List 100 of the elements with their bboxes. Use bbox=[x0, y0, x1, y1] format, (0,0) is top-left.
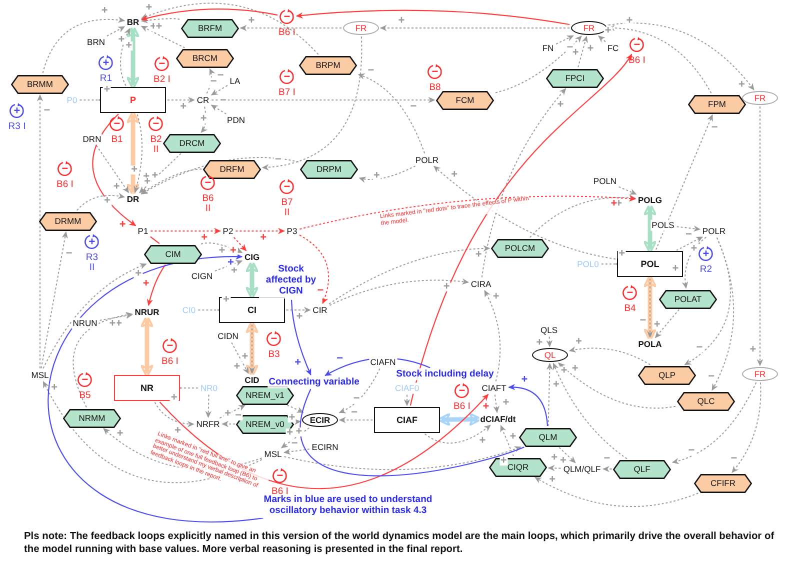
polarity-sign: + bbox=[108, 319, 117, 328]
hexagon-variable: NRMM bbox=[63, 408, 121, 428]
loop-label: B6 I bbox=[56, 180, 74, 190]
hexagon-variable: NREM_v1 bbox=[236, 386, 294, 404]
polarity-sign: − bbox=[695, 344, 704, 353]
loop-label: B5 bbox=[79, 391, 91, 401]
causal-link-arrow bbox=[167, 96, 196, 104]
causal-link-arrow bbox=[40, 231, 68, 369]
variable-name: POLN bbox=[592, 176, 618, 186]
polarity-sign: − bbox=[687, 446, 696, 456]
causal-link-arrow bbox=[262, 36, 362, 170]
causal-link-arrow bbox=[205, 394, 212, 418]
variable-name: CIGN bbox=[190, 270, 214, 282]
hexagon-variable: DRFM bbox=[203, 160, 261, 178]
causal-link-arrow bbox=[546, 336, 553, 348]
causal-link-arrow bbox=[608, 22, 754, 90]
hexagon-variable: BRPM bbox=[299, 56, 357, 74]
polarity-sign: + bbox=[226, 258, 235, 268]
polarity-sign: − bbox=[209, 78, 218, 87]
polarity-sign: − bbox=[234, 412, 243, 421]
polarity-sign: + bbox=[372, 171, 381, 180]
footnote: Pls note: The feedback loops explicitly named in this version of the world dynamics model are the main loops, which primarily drive the overall behavior of the model running with base values. More verbal reasoning is presented in the final report. bbox=[24, 531, 776, 556]
initial-value-name: CIAF0 bbox=[394, 382, 420, 394]
polarity-sign: + bbox=[224, 410, 232, 418]
causal-link-arrow bbox=[222, 420, 236, 428]
causal-link-arrow bbox=[96, 145, 130, 194]
loop-label: R3 I bbox=[8, 122, 26, 132]
causal-link-arrow bbox=[140, 157, 299, 194]
polarity-sign: + bbox=[222, 296, 230, 304]
highlighted-link-arrow bbox=[48, 254, 264, 522]
causal-link-arrow bbox=[500, 424, 514, 457]
polarity-sign: + bbox=[124, 42, 134, 51]
polarity-sign: + bbox=[550, 454, 559, 463]
variable-name: POLS bbox=[650, 220, 676, 230]
polarity-sign: + bbox=[288, 414, 296, 423]
causal-link-arrow bbox=[140, 26, 186, 48]
flow-name: BR bbox=[126, 16, 140, 28]
polarity-sign: + bbox=[142, 280, 150, 289]
causal-link-arrow bbox=[140, 168, 202, 194]
causal-link-arrow bbox=[140, 17, 180, 24]
causal-link-arrow bbox=[578, 36, 588, 68]
flow-name: DR bbox=[126, 194, 140, 204]
variable-name: FN bbox=[541, 42, 555, 54]
polarity-sign: + bbox=[100, 6, 109, 16]
variable-name: CIAFT bbox=[480, 382, 508, 394]
causal-link-arrow bbox=[672, 382, 757, 464]
polarity-sign: + bbox=[450, 170, 459, 180]
hexagon-variable: QLP bbox=[638, 366, 696, 384]
variable-name: LA bbox=[228, 76, 242, 86]
causal-link-arrow bbox=[200, 106, 208, 133]
variable-ellipse: ECIR bbox=[302, 413, 338, 427]
causal-link-arrow bbox=[200, 242, 243, 254]
variable-name: MSL bbox=[30, 370, 50, 380]
polarity-sign: + bbox=[50, 384, 59, 393]
causal-link-arrow bbox=[140, 2, 319, 55]
loop-label: B6 I bbox=[162, 357, 178, 367]
flow-name: POLA bbox=[637, 338, 663, 350]
polarity-sign: + bbox=[535, 338, 544, 347]
causal-link-arrow bbox=[210, 104, 227, 114]
causal-link-arrow bbox=[134, 114, 142, 193]
variable-name: POLR bbox=[701, 226, 727, 236]
variable-name: CIR bbox=[312, 304, 328, 316]
polarity-sign: + bbox=[552, 380, 560, 390]
initial-value-name: NR0 bbox=[200, 382, 218, 394]
causal-link-arrow bbox=[380, 24, 570, 32]
polarity-sign: + bbox=[482, 402, 490, 412]
polarity-sign: + bbox=[218, 246, 226, 256]
variable-name: CIRA bbox=[470, 278, 492, 290]
annotation-text: Stock including delay bbox=[395, 368, 495, 380]
causal-link-arrow bbox=[534, 476, 699, 507]
loop-label: B2 II bbox=[149, 135, 163, 155]
polarity-sign: + bbox=[574, 337, 583, 346]
polarity-sign: + bbox=[474, 250, 483, 260]
causal-link-arrow bbox=[240, 24, 342, 32]
causal-link-arrow bbox=[433, 166, 616, 260]
flow-name: dCIAF/dt bbox=[479, 414, 517, 424]
causal-link-arrow bbox=[76, 192, 126, 211]
variable-name: FC bbox=[606, 42, 620, 54]
highlighted-link-arrow bbox=[140, 8, 278, 22]
highlighted-link-arrow bbox=[296, 10, 570, 26]
loop-label: B7 I bbox=[278, 88, 296, 98]
hexagon-variable: DRCM bbox=[163, 134, 221, 152]
causal-link-arrow bbox=[602, 466, 612, 472]
annotation-text: Connecting variable bbox=[268, 376, 360, 388]
causal-link-arrow bbox=[546, 362, 553, 426]
polarity-sign: + bbox=[586, 44, 595, 54]
causal-link-arrow bbox=[548, 464, 562, 472]
causal-link-arrow bbox=[712, 237, 734, 391]
variable-name: BRN bbox=[86, 36, 106, 48]
causal-link-arrow bbox=[99, 312, 133, 321]
causal-link-arrow bbox=[558, 362, 676, 409]
hexagon-variable: DRMM bbox=[39, 212, 97, 230]
variable-ellipse: FR bbox=[742, 367, 778, 381]
hexagon-variable: POLCM bbox=[491, 238, 549, 258]
hexagon-variable: DRPM bbox=[300, 160, 358, 178]
polarity-sign: + bbox=[618, 250, 626, 258]
causal-link-arrow bbox=[618, 186, 637, 195]
variable-ellipse: QL bbox=[532, 348, 568, 362]
causal-link-arrow bbox=[568, 346, 651, 366]
polarity-sign: + bbox=[560, 366, 568, 376]
